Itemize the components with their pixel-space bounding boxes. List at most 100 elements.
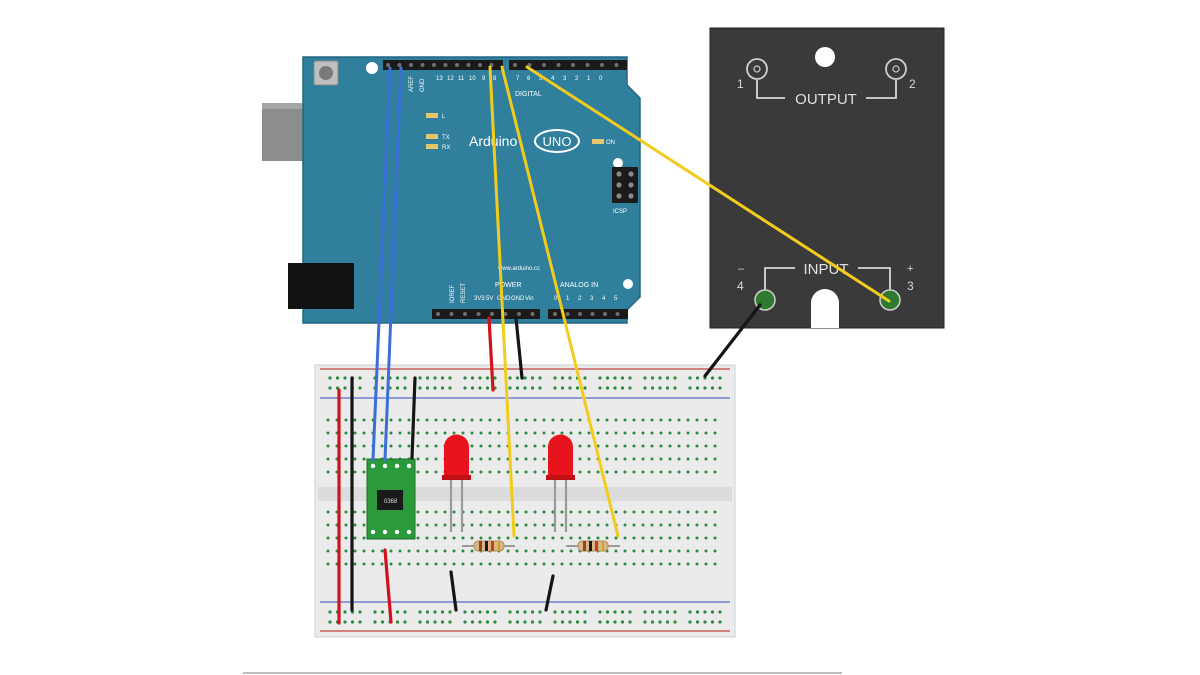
breadboard-hole <box>380 549 384 553</box>
breadboard-hole <box>560 418 564 422</box>
breadboard-hole <box>659 523 663 527</box>
wire-red-sensor <box>383 548 393 624</box>
breadboard-hole <box>515 418 519 422</box>
header-pin <box>503 312 508 316</box>
breadboard-hole <box>560 610 565 614</box>
breadboard-hole <box>523 620 527 624</box>
led-tx-label: TX <box>442 135 450 141</box>
breadboard-hole <box>530 376 535 380</box>
breadboard-hole <box>658 386 662 390</box>
breadboard-hole <box>718 620 722 624</box>
breadboard-hole <box>587 457 591 461</box>
breadboard-hole <box>623 562 627 566</box>
header-pin <box>420 63 425 67</box>
wire-black-led1 <box>449 570 458 612</box>
breadboard-hole <box>398 562 402 566</box>
breadboard-hole <box>425 536 429 540</box>
breadboard-hole <box>560 620 565 624</box>
breadboard-hole <box>353 536 357 540</box>
header-pin <box>578 312 582 316</box>
breadboard-hole <box>569 549 573 553</box>
breadboard-hole <box>497 431 501 435</box>
breadboard-hole <box>677 418 681 422</box>
breadboard-hole <box>463 386 467 390</box>
header-analog <box>548 309 628 319</box>
breadboard-hole <box>373 620 377 624</box>
breadboard-hole <box>479 510 483 514</box>
breadboard-hole <box>553 386 557 390</box>
breadboard-hole <box>542 510 546 514</box>
breadboard-hole <box>463 620 467 624</box>
breadboard-hole <box>632 523 636 527</box>
breadboard-hole <box>479 470 483 474</box>
wire-blue-2 <box>383 66 403 462</box>
breadboard-hole <box>542 457 546 461</box>
breadboard-hole <box>461 549 465 553</box>
breadboard-hole <box>713 562 717 566</box>
breadboard-hole <box>650 376 655 380</box>
breadboard-hole <box>433 376 437 380</box>
breadboard-hole <box>673 376 677 380</box>
breadboard-hole <box>658 620 662 624</box>
breadboard-hole <box>704 444 708 448</box>
output-bracket <box>756 80 897 99</box>
breadboard-hole <box>395 386 400 390</box>
breadboard-hole <box>551 510 555 514</box>
breadboard-hole <box>677 431 681 435</box>
breadboard-hole <box>533 549 537 553</box>
breadboard-hole <box>470 431 474 435</box>
breadboard-hole <box>416 549 420 553</box>
output-terminal-2 <box>885 58 907 80</box>
breadboard-hole <box>524 431 528 435</box>
breadboard-hole <box>497 457 501 461</box>
breadboard-hole <box>560 562 564 566</box>
breadboard-hole <box>605 510 609 514</box>
relay-body <box>709 27 945 329</box>
breadboard-hole <box>434 418 438 422</box>
breadboard-hole <box>703 620 707 624</box>
breadboard-hole <box>470 444 474 448</box>
breadboard-hole <box>479 562 483 566</box>
breadboard-hole <box>497 470 501 474</box>
breadboard-hole <box>461 431 465 435</box>
breadboard-hole <box>479 444 483 448</box>
breadboard-hole <box>497 536 501 540</box>
breadboard-hole <box>623 549 627 553</box>
breadboard-hole <box>523 610 527 614</box>
header-pin <box>556 63 561 67</box>
label-pin7: 7 <box>516 76 520 82</box>
breadboard-hole <box>695 549 699 553</box>
label-pin5: 5 <box>539 76 543 82</box>
breadboard-hole <box>710 620 715 624</box>
breadboard-hole <box>470 376 475 380</box>
breadboard-hole <box>461 536 465 540</box>
breadboard-hole <box>524 470 528 474</box>
breadboard-hole <box>578 470 582 474</box>
breadboard-hole <box>362 536 366 540</box>
breadboard-hole <box>344 457 348 461</box>
breadboard-hole <box>443 418 447 422</box>
breadboard-hole <box>353 431 357 435</box>
breadboard-hole <box>479 523 483 527</box>
breadboard-hole <box>515 523 519 527</box>
breadboard-hole <box>326 431 330 435</box>
breadboard-hole <box>485 386 490 390</box>
header-power <box>432 309 540 319</box>
breadboard-hole <box>416 562 420 566</box>
breadboard-hole <box>440 610 445 614</box>
breadboard-hole <box>623 536 627 540</box>
breadboard-hole <box>524 457 528 461</box>
sensor-chip <box>377 490 403 510</box>
led-tx <box>426 134 438 139</box>
led-l-label: L <box>442 114 446 120</box>
breadboard-hole <box>416 470 420 474</box>
breadboard-hole <box>713 510 717 514</box>
breadboard-hole <box>524 418 528 422</box>
breadboard-hole <box>425 470 429 474</box>
breadboard-hole <box>515 386 520 390</box>
label-pin10: 10 <box>469 76 476 82</box>
resistor-1 <box>462 540 515 552</box>
breadboard-hole <box>686 431 690 435</box>
breadboard-hole <box>695 457 699 461</box>
breadboard-hole <box>688 610 692 614</box>
